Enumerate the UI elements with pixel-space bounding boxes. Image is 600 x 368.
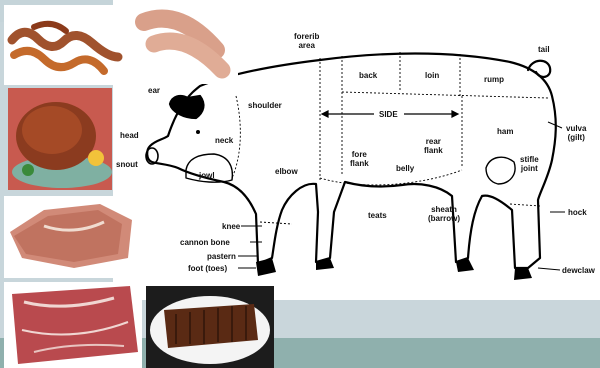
belly-line	[320, 170, 462, 185]
pig-ear	[170, 96, 203, 118]
label-shoulder: shoulder	[248, 101, 282, 110]
bacon-illustration	[4, 5, 126, 85]
label-belly: belly	[396, 164, 414, 173]
side-top	[342, 92, 548, 98]
label-cannon-bone: cannon bone	[180, 238, 230, 247]
label-tail: tail	[538, 45, 550, 54]
label-elbow: elbow	[275, 167, 298, 176]
label-foot: foot (toes)	[188, 264, 227, 273]
label-ear: ear	[148, 86, 160, 95]
label-head: head	[120, 131, 139, 140]
label-knee: knee	[222, 222, 240, 231]
label-fore-flank: fore flank	[350, 150, 369, 168]
leg-line-rr	[510, 204, 540, 206]
shoulder-roast-illustration	[4, 196, 136, 278]
hoof-front-left	[256, 258, 276, 276]
label-side: SIDE	[379, 110, 398, 119]
ribs-illustration	[146, 286, 274, 368]
sausage-photo	[130, 4, 238, 84]
label-sheath: sheath (barrow)	[428, 205, 460, 223]
label-hock: hock	[568, 208, 587, 217]
stifle-outline	[486, 157, 515, 184]
label-jowl: jowl	[199, 171, 215, 180]
label-pastern: pastern	[207, 252, 236, 261]
bacon-photo	[4, 5, 126, 85]
dewclaw-leader	[538, 268, 560, 270]
shoulder-roast-photo	[4, 196, 136, 278]
ham-illustration	[8, 88, 112, 190]
pork-butt-photo	[4, 282, 142, 368]
hoof-rear-right	[514, 268, 532, 280]
label-vulva: vulva (gilt)	[566, 124, 586, 142]
label-stifle: stifle joint	[520, 155, 539, 173]
label-ham: ham	[497, 127, 513, 136]
leg-line-fl	[260, 222, 292, 224]
label-loin: loin	[425, 71, 439, 80]
label-teats: teats	[368, 211, 387, 220]
neck-line	[232, 96, 240, 178]
pig-eye	[196, 130, 200, 134]
ribs-photo	[146, 286, 274, 368]
label-neck: neck	[215, 136, 233, 145]
hoof-front-right	[316, 258, 334, 270]
ham-photo	[8, 88, 112, 190]
label-rump: rump	[484, 75, 504, 84]
label-rear-flank: rear flank	[424, 137, 443, 155]
sausage-illustration	[130, 4, 238, 84]
label-forerib: forerib area	[294, 32, 319, 50]
label-dewclaw: dewclaw	[562, 266, 595, 275]
label-back: back	[359, 71, 377, 80]
label-snout: snout	[116, 160, 138, 169]
pork-butt-illustration	[4, 282, 142, 368]
